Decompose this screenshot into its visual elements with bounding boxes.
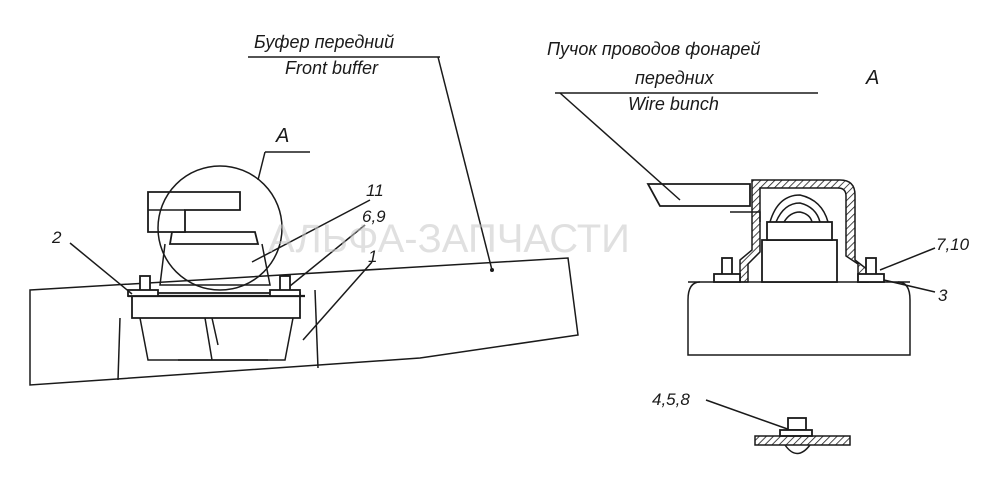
wire-bunch-bar [646,183,751,207]
buffer-label-ru: Буфер передний [254,32,394,52]
detail-bolt-head [787,417,807,431]
left-assembly-view [29,56,579,386]
lamp-upper-body [159,243,271,286]
right-section-view [555,92,936,356]
wire-leader [559,92,681,201]
part-label-6-9: 6,9 [362,207,386,226]
leader-3 [883,279,936,293]
leader-7-10 [879,247,936,271]
lamp-flange [131,292,301,319]
buffer-label-en: Front buffer [285,58,379,78]
buffer-leader-dot [490,268,494,272]
part-label-3: 3 [938,286,948,305]
section-base-body [687,281,911,356]
view-ref-right: A [865,67,879,89]
detail-nut [784,444,811,455]
detail-plate [754,435,851,446]
leader-6-9 [289,224,366,287]
leader-4-5-8 [705,399,797,433]
wire-bunch-clip [730,211,761,222]
inner-lamp-body [761,239,838,283]
wire-label-ru-line1: Пучок проводов фонарей [547,39,760,59]
section-nut-left [713,273,741,283]
leader-1 [302,261,373,341]
part-label-1: 1 [368,247,377,266]
leader-2 [69,242,133,295]
small-fastener-detail [705,399,851,455]
part-label-11: 11 [366,181,384,200]
wire-coil-inner [775,202,821,223]
lamp-body-detail [204,317,219,361]
view-ref-left: A [275,125,289,147]
section-nut-right [857,273,885,283]
support-line-left [117,317,121,381]
inner-lamp-cap [766,221,833,241]
leader-11 [251,199,371,263]
detail-circle-a [157,165,283,291]
detail-a-leader [257,151,266,181]
wire-label-ru-line2: передних [635,68,715,88]
watermark: АЛЬФА-ЗАПЧАСТИ [268,217,630,261]
wire-label-en: Wire bunch [628,94,719,114]
part-label-2: 2 [51,228,62,247]
support-line-right [314,289,319,369]
lamp-top-cap [168,231,260,245]
wire-coil [769,194,829,223]
detail-washer [779,429,813,437]
washer-right [269,289,301,297]
front-buffer-beam [29,257,579,386]
buffer-leader [437,56,493,271]
wire-coil-core [783,211,813,223]
part-label-7-10: 7,10 [936,235,970,254]
washer-left [127,289,159,297]
wire-connector-block [147,191,241,233]
part-label-4-5-8: 4,5,8 [652,390,690,409]
